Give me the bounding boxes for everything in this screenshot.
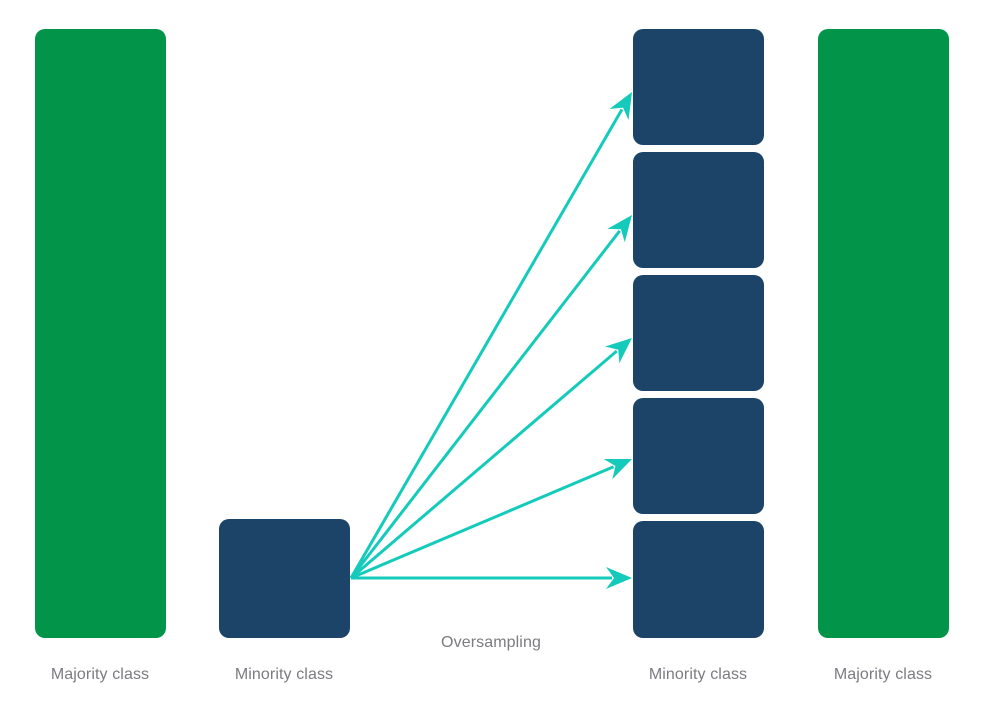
arrow-head [609, 92, 632, 121]
arrow-shaft [350, 349, 618, 580]
arrow-shaft [349, 229, 621, 579]
class-block-after-majority-1 [818, 29, 949, 638]
arrow-shaft [349, 108, 624, 579]
arrow-head [605, 338, 632, 364]
oversampling-arrow-1 [349, 92, 632, 579]
oversampling-label: Oversampling [441, 634, 541, 651]
class-label-after-majority: Majority class [833, 666, 933, 683]
class-block-after-minority-5 [633, 521, 764, 638]
class-block-after-minority-2 [633, 152, 764, 268]
oversampling-arrow-2 [349, 215, 632, 579]
arrow-head [603, 459, 632, 480]
class-block-before-minority-1 [219, 519, 350, 638]
oversampling-arrow-4 [350, 459, 632, 580]
class-label-after-minority: Minority class [648, 666, 748, 683]
class-label-before-majority: Majority class [50, 666, 150, 683]
oversampling-arrow-3 [350, 338, 632, 580]
class-block-after-minority-3 [633, 275, 764, 391]
oversampling-arrow-5 [351, 567, 632, 589]
arrow-head [606, 567, 632, 589]
arrow-head [607, 215, 632, 243]
class-block-after-minority-4 [633, 398, 764, 514]
class-block-after-minority-1 [633, 29, 764, 145]
class-block-before-majority-1 [35, 29, 166, 638]
arrow-shaft [350, 465, 615, 580]
class-label-before-minority: Minority class [234, 666, 334, 683]
